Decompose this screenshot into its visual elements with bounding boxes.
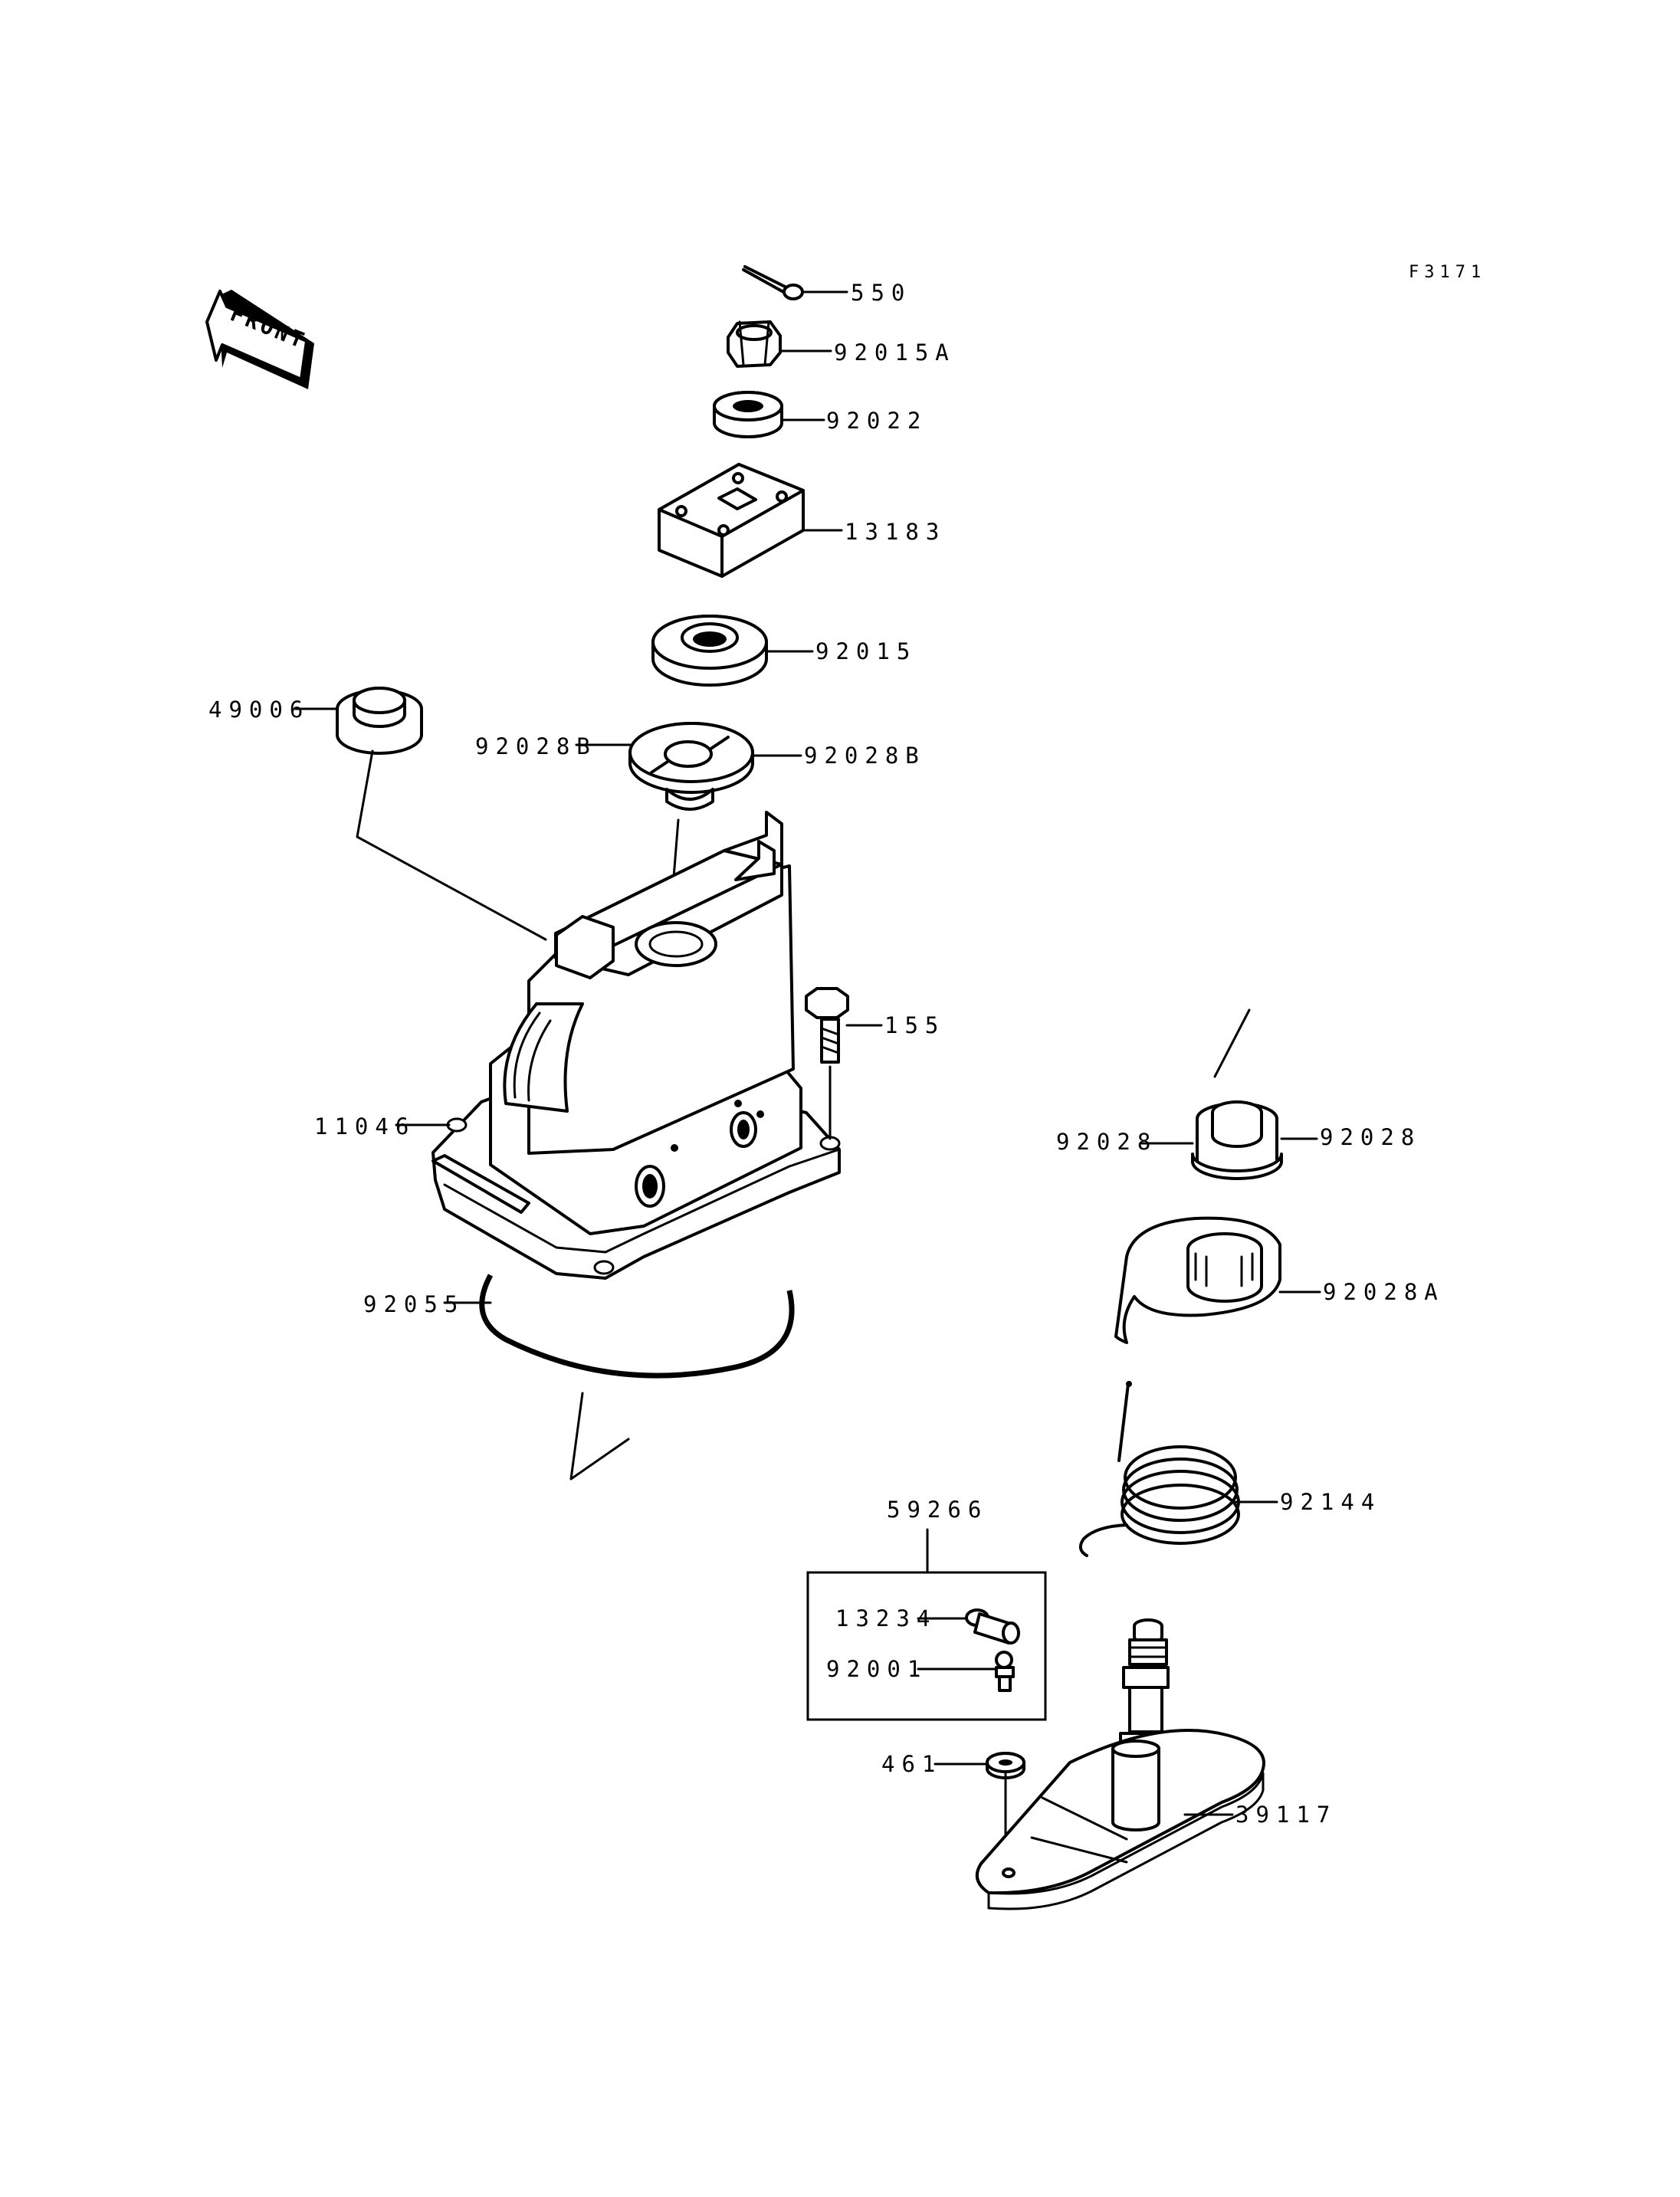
callout-39117: 39117 [1235,1802,1337,1828]
bushing-92015-part [651,615,814,687]
callout-461: 461 [881,1751,942,1777]
pin-13234-part [965,1608,1020,1644]
callout-92028-left: 92028 [1056,1129,1157,1155]
kit-59266-box [806,1528,1047,1721]
callout-92028-right: 92028 [1320,1124,1421,1150]
callout-13183: 13183 [845,519,946,545]
washer-461-part [934,1752,1025,1871]
callout-13234: 13234 [835,1605,937,1631]
grease-fitting-92001-part [995,1651,1015,1692]
callout-59266: 59266 [887,1497,988,1523]
figure-id: F3171 [1409,263,1486,282]
cap-49006-part [294,687,547,941]
arm-39117-part [975,1618,1265,1910]
callout-11046: 11046 [314,1113,415,1139]
callout-92015a: 92015A [834,339,956,366]
callout-92028b-right: 92028B [804,743,926,769]
callout-92028b-left: 92028B [475,733,597,759]
callout-155: 155 [884,1012,945,1038]
callout-92028a: 92028A [1323,1279,1445,1305]
castle-nut-part [727,320,832,368]
callout-92015: 92015 [815,638,917,664]
bolt-155-part [805,987,883,1064]
callout-92022: 92022 [826,408,927,434]
callout-550: 550 [851,280,911,306]
callout-92144: 92144 [1280,1489,1381,1515]
plate-13183-part [658,463,843,578]
callout-92055: 92055 [363,1291,464,1317]
clamp-92028a-part [1114,1216,1321,1344]
split-bushing-92028b-part [575,722,802,936]
cotter-pin-part [742,265,848,300]
callout-92001: 92001 [826,1656,927,1682]
bushing-92028-part [1140,1008,1318,1180]
front-arrow-icon: FRONT [205,290,314,389]
housing-11046-part [395,811,841,1280]
spring-92144-part [1078,1381,1278,1557]
washer-92022-part [713,391,825,438]
o-ring-92055-part [443,1274,795,1481]
callout-49006: 49006 [208,697,310,723]
